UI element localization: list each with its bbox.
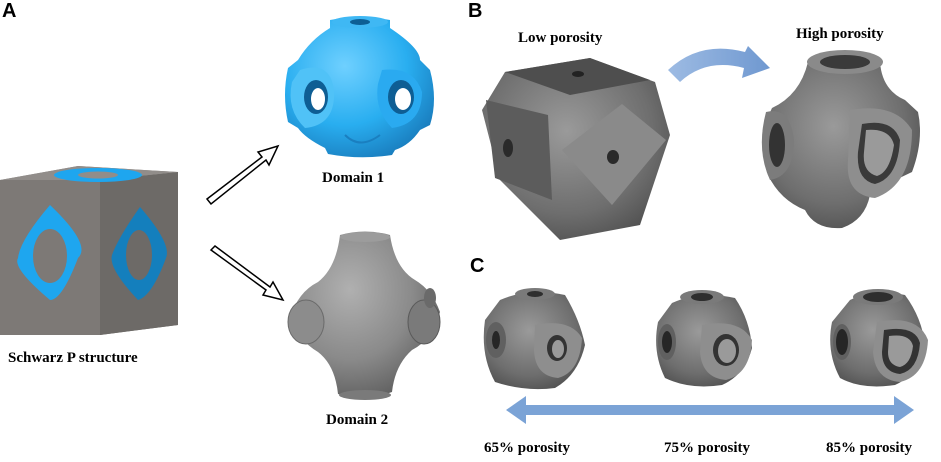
panel-label-c: C	[470, 255, 485, 277]
porosity-65-caption: 65% porosity	[484, 440, 570, 456]
porosity-85-caption: 85% porosity	[826, 440, 912, 456]
schwarz-p-cube	[0, 166, 178, 335]
porosity-65-shape	[483, 288, 585, 390]
low-porosity-shape	[482, 58, 670, 240]
high-porosity-caption: High porosity	[796, 26, 884, 42]
domain1-caption: Domain 1	[322, 170, 385, 186]
porosity-curved-arrow	[668, 46, 770, 82]
arrow-to-domain1	[205, 144, 280, 206]
porosity-75-shape	[656, 290, 752, 387]
structure-caption: Schwarz P structure	[8, 350, 138, 366]
domain2-caption: Domain 2	[326, 412, 389, 428]
domain1-shape	[285, 16, 434, 158]
panel-label-a: A	[2, 0, 17, 22]
arrow-to-domain2	[209, 245, 285, 302]
low-porosity-caption: Low porosity	[518, 30, 603, 46]
porosity-85-shape	[830, 289, 928, 387]
high-porosity-shape	[761, 50, 920, 229]
porosity-range-arrow	[506, 396, 914, 424]
porosity-75-caption: 75% porosity	[664, 440, 750, 456]
panel-label-b: B	[468, 0, 483, 22]
domain2-shape	[287, 231, 441, 400]
